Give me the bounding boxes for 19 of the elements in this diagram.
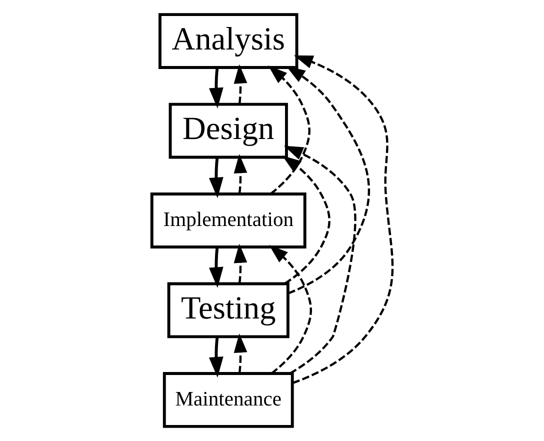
arrow	[233, 244, 247, 284]
arrow	[286, 66, 370, 294]
node-box: Implementation	[150, 192, 306, 248]
arrow	[283, 146, 356, 374]
node-box: Design	[168, 102, 288, 159]
arrow	[208, 157, 223, 198]
arrow	[233, 333, 247, 374]
arrow	[208, 67, 223, 108]
node-box: Maintenance	[162, 372, 294, 428]
node-box: Testing	[166, 282, 289, 338]
node-box: Analysis	[158, 13, 298, 69]
arrow	[208, 336, 223, 378]
arrow	[233, 154, 247, 194]
arrow	[268, 244, 312, 374]
arrow	[208, 246, 223, 288]
arrow	[292, 55, 394, 384]
arrow	[282, 155, 330, 284]
arrow	[233, 64, 247, 104]
arrow	[268, 66, 310, 195]
